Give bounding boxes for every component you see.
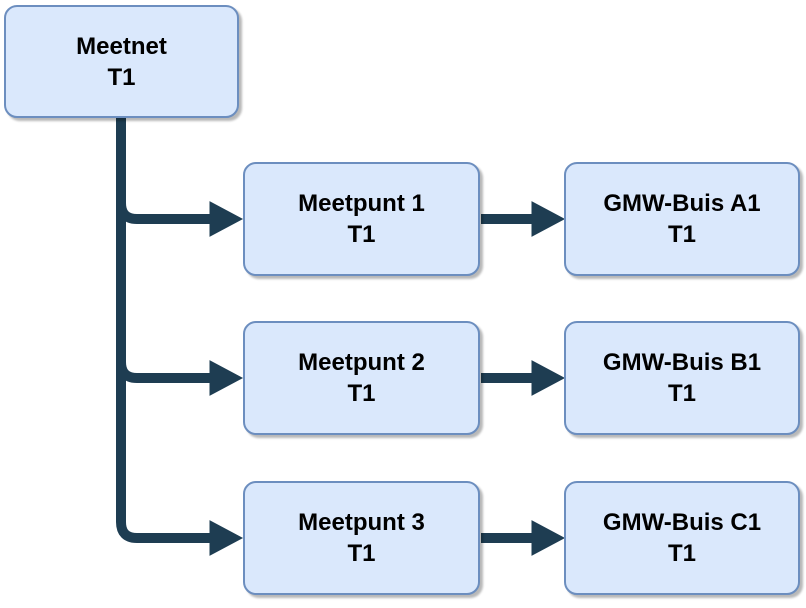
node-meetnet-subtitle: T1 — [107, 63, 136, 91]
arrowhead-meetpunt2 — [209, 360, 244, 396]
node-meetpunt-2[interactable]: Meetpunt 2 T1 — [243, 321, 480, 435]
node-gmw-buis-c1-subtitle: T1 — [667, 540, 696, 567]
node-meetpunt-1-subtitle: T1 — [347, 221, 376, 248]
arrowhead-meetpunt3 — [209, 520, 244, 556]
node-gmw-buis-c1-title: GMW-Buis C1 — [602, 509, 762, 536]
node-gmw-buis-a1-title: GMW-Buis A1 — [603, 190, 761, 217]
node-meetnet[interactable]: Meetnet T1 — [4, 5, 239, 118]
node-meetpunt-3[interactable]: Meetpunt 3 T1 — [243, 481, 480, 595]
node-gmw-buis-c1[interactable]: GMW-Buis C1 T1 — [564, 481, 800, 595]
arrowhead-gmwA1 — [531, 201, 566, 237]
arrowhead-meetpunt1 — [209, 201, 244, 237]
node-gmw-buis-b1[interactable]: GMW-Buis B1 T1 — [564, 321, 800, 435]
arrowhead-gmwC1 — [531, 520, 566, 556]
edge-meetnet-meetpunt1 — [116, 114, 212, 224]
node-gmw-buis-b1-subtitle: T1 — [667, 380, 696, 407]
node-meetpunt-3-title: Meetpunt 3 — [298, 509, 425, 536]
node-meetpunt-1-title: Meetpunt 1 — [298, 190, 425, 217]
arrowhead-gmwB1 — [531, 360, 566, 396]
node-gmw-buis-a1-subtitle: T1 — [667, 221, 696, 248]
node-meetnet-title: Meetnet — [76, 32, 167, 60]
node-meetpunt-2-subtitle: T1 — [347, 380, 376, 407]
node-meetpunt-1[interactable]: Meetpunt 1 T1 — [243, 162, 480, 276]
edge-meetnet-meetpunt2 — [116, 114, 212, 383]
node-gmw-buis-b1-title: GMW-Buis B1 — [602, 349, 762, 376]
node-meetpunt-3-subtitle: T1 — [347, 540, 376, 567]
edge-meetnet-meetpunt3 — [116, 114, 212, 543]
node-gmw-buis-a1[interactable]: GMW-Buis A1 T1 — [564, 162, 800, 276]
node-meetpunt-2-title: Meetpunt 2 — [298, 349, 425, 376]
